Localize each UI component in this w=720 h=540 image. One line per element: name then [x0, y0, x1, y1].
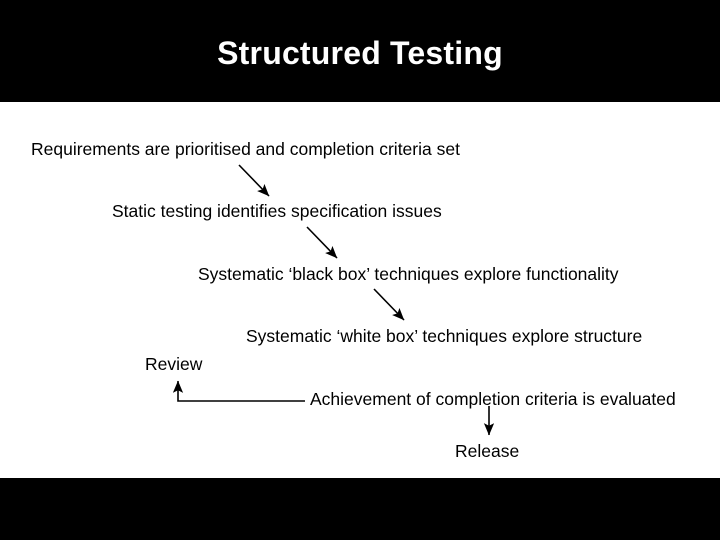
flow-step-review: Review: [145, 354, 203, 374]
flow-step-static-testing: Static testing identifies specification …: [112, 201, 442, 221]
title-banner: [0, 0, 720, 102]
flow-step-release: Release: [455, 441, 520, 461]
arrow-step3-to-step4: [373, 288, 405, 321]
flow-step-black-box: Systematic ‘black box’ techniques explor…: [198, 264, 619, 284]
arrow-step2-to-step3: [306, 226, 338, 259]
page-title: Structured Testing: [217, 35, 503, 71]
arrow-step1-to-step2: [238, 164, 270, 197]
flow-step-white-box: Systematic ‘white box’ techniques explor…: [246, 326, 643, 346]
flow-step-completion-criteria: Achievement of completion criteria is ev…: [310, 389, 676, 409]
arrow-evaluation-to-review: [172, 380, 305, 402]
footer-banner: [0, 478, 720, 540]
flow-step-requirements: Requirements are prioritised and complet…: [31, 139, 460, 159]
